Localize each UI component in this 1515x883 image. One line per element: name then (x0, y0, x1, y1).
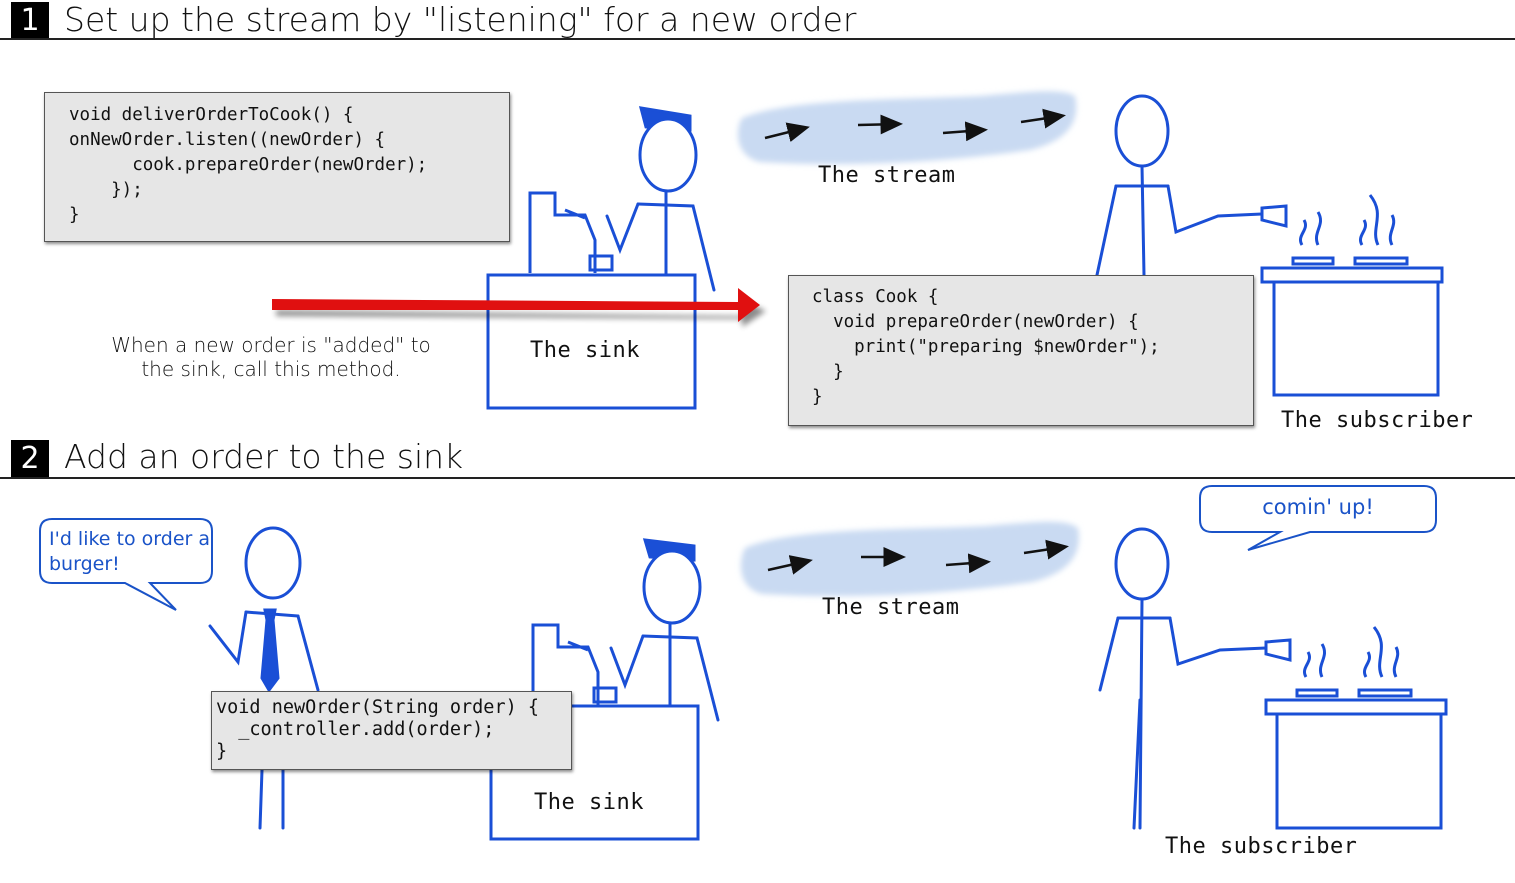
step-1-title: Set up the stream by "listening" for a n… (64, 0, 857, 39)
listen-caption: When a new order is "added" to the sink,… (111, 333, 431, 381)
subscriber-figure-2 (1098, 527, 1292, 830)
spatula-icon-2 (1264, 638, 1292, 662)
listen-code-block: void deliverOrderToCook() { onNewOrder.l… (44, 92, 510, 242)
cash-register-icon-2 (531, 623, 618, 705)
stream-band-2 (740, 521, 1079, 597)
step-2-title: Add an order to the sink (64, 437, 464, 476)
cash-register-icon-1 (528, 191, 614, 273)
step-2-divider (0, 477, 1515, 479)
stove-icon-2 (1264, 626, 1448, 830)
cook-code-block: class Cook { void prepareOrder(newOrder)… (788, 275, 1254, 426)
customer-speech-bubble (39, 518, 213, 611)
stream-band-1 (737, 91, 1077, 165)
customer-speech-text: I'd like to order a burger! (49, 528, 210, 575)
spatula-icon-1 (1260, 204, 1288, 228)
stream-label-1: The stream (818, 163, 956, 188)
cook-speech-text: comin' up! (1262, 495, 1374, 519)
cook-speech-bubble (1199, 485, 1437, 551)
stream-label-2: The stream (822, 595, 960, 620)
cashier-figure-1 (605, 106, 716, 292)
subscriber-label-1: The subscriber (1281, 408, 1474, 433)
subscriber-figure-1 (1095, 94, 1288, 277)
necktie-icon (260, 608, 280, 693)
subscriber-label-2: The subscriber (1165, 834, 1358, 859)
step-2-number: 2 (11, 440, 49, 478)
customer-figure (208, 526, 320, 830)
add-order-code-block: void newOrder(String order) { _controlle… (211, 691, 572, 770)
cashier-figure-2 (609, 538, 720, 722)
sink-box-1 (486, 273, 697, 410)
step-1-divider (0, 38, 1515, 40)
stove-icon-1 (1260, 194, 1444, 397)
red-callback-arrow (272, 288, 766, 327)
step-1-number: 1 (11, 2, 49, 40)
sink-label-1: The sink (530, 338, 640, 363)
sink-label-2: The sink (534, 790, 644, 815)
